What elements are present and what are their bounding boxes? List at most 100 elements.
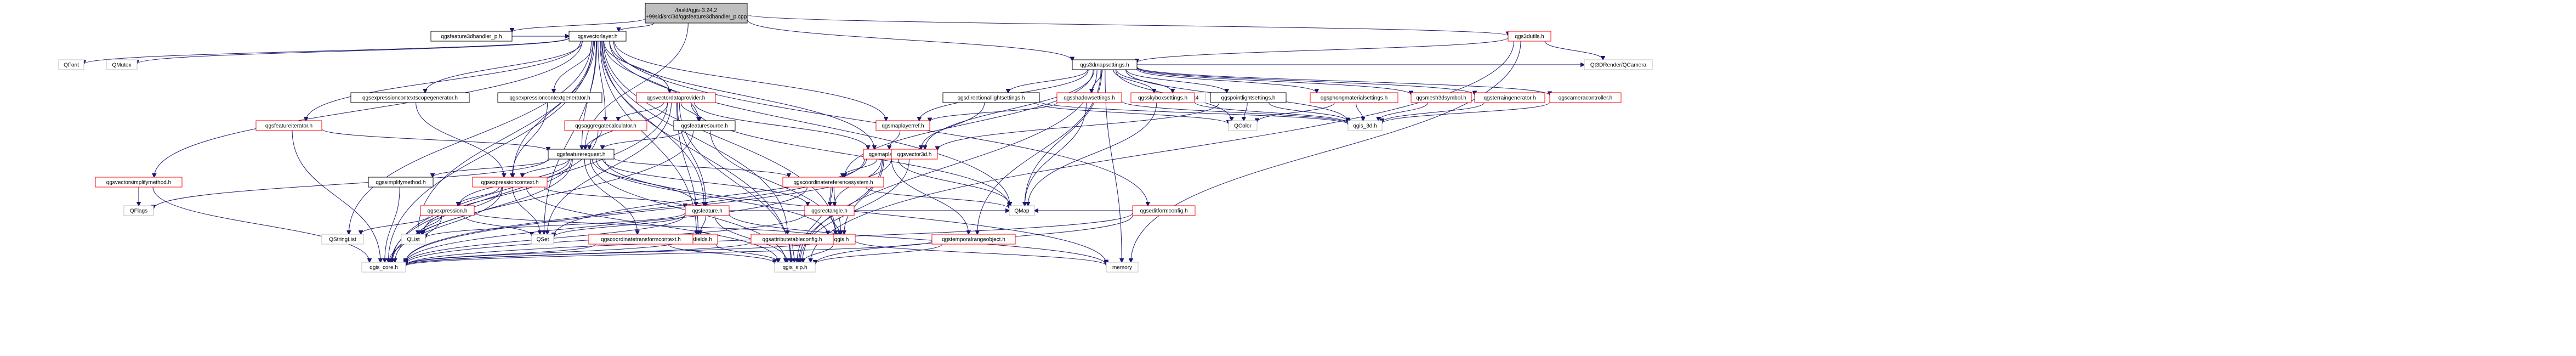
edge-qgis-to-qgis_sip	[803, 244, 834, 262]
node-box-qgsexpression	[420, 205, 475, 216]
edge-qgsvectorlayer-to-qgis_core	[388, 41, 594, 262]
node-qgstemporalrangeobject[interactable]: qgstemporalrangeobject.h	[931, 234, 1016, 245]
node-box-qgsexpressioncontextscopegenerator	[350, 92, 470, 103]
node-label-qgsshadowsettings: qgsshadowsettings.h	[1064, 95, 1114, 101]
node-label-qgs3dutils: qgs3dutils.h	[1515, 34, 1544, 40]
edge-qgsattributetableconfig-to-qgis_core	[406, 241, 752, 265]
node-box-qgscoordinatetransformcontext	[588, 234, 693, 245]
edge-qgsfeaturerequest-to-qgscoordinatereferencesystem	[613, 157, 789, 177]
edge-qgsvectordataprovider-to-qgis_sip	[679, 102, 791, 262]
node-label-root-line-2: +99sid/src/3d/qgsfeature3dhandler_p.cpp	[646, 14, 747, 20]
node-qgsmaplayerref[interactable]: qgsmaplayerref.h	[875, 120, 930, 131]
node-box-qt3drender_qcamera	[1584, 59, 1653, 70]
edge-qgsdirectionallightsettings-to-qgis_3d	[1039, 101, 1348, 125]
node-box-qgis_3d	[1347, 120, 1383, 131]
node-qmap: QMap	[1009, 205, 1035, 216]
edge-qgsterraingenerator-to-qgis_3d	[1382, 102, 1485, 122]
edge-qgsfeaturerequest-to-qgsexpressioncontext	[522, 159, 569, 177]
edge-qgsexpressioncontext-to-qgsfeature	[543, 187, 685, 207]
node-box-qgsrectangle	[804, 205, 855, 216]
node-qgs3dmapsettings[interactable]: qgs3dmapsettings.h	[1072, 59, 1138, 70]
node-qgsskyboxsettings[interactable]: qgsskyboxsettings.h	[1130, 92, 1195, 103]
edge-qgsphongmaterialsettings-to-qcolor	[1257, 102, 1335, 122]
edge-qgs3dmapsettings-to-qgscoordinatereferencesystem	[845, 69, 1094, 177]
node-qgsphongmaterialsettings[interactable]: qgsphongmaterialsettings.h	[1310, 92, 1398, 103]
node-qgsaggregatecalculator[interactable]: qgsaggregatecalculator.h	[564, 120, 647, 131]
node-box-qgscameracontroller	[1549, 92, 1622, 103]
edge-qgs3dmapsettings-to-qgsphongmaterialsettings	[1136, 69, 1317, 93]
node-qgseditformconfig[interactable]: qgseditformconfig.h	[1132, 205, 1196, 216]
edge-qgsdirectionallightsettings-to-qcolor	[1035, 102, 1229, 124]
edge-qgscoordinatetransformcontext-to-qgis_core	[406, 244, 596, 265]
node-qgsattributetableconfig[interactable]: qgsattributetableconfig.h	[750, 234, 834, 245]
node-label-qgscoordinatetransformcontext: qgscoordinatetransformcontext.h	[601, 237, 681, 243]
node-qgsfeaturerequest[interactable]: qgsfeaturerequest.h	[548, 149, 615, 160]
edge-qgsvectorlayer-to-qgsfeatureiterator	[306, 41, 581, 121]
node-qgssimplifymethod[interactable]: qgssimplifymethod.h	[368, 177, 434, 188]
node-qgsterraingenerator[interactable]: qgsterraingenerator.h	[1474, 92, 1545, 103]
edge-qgsvectorlayer-to-qgis_sip	[601, 41, 791, 262]
node-qgsrectangle[interactable]: qgsrectangle.h	[804, 205, 855, 216]
node-box-qgscoordinatereferencesystem	[782, 177, 884, 188]
edge-qgsfeaturerequest-to-qgssimplifymethod	[433, 159, 550, 177]
edge-qgs3dmapsettings-to-qgscameracontroller	[1136, 66, 1550, 95]
node-label-qgs3dmapsettings: qgs3dmapsettings.h	[1080, 63, 1129, 69]
node-qgsvector3d[interactable]: qgsvector3d.h	[891, 149, 938, 160]
node-qgspointlightsettings[interactable]: qgspointlightsettings.h	[1210, 92, 1287, 103]
edges-layer	[84, 14, 1603, 267]
edge-qgsmaplayerref-to-qgsmaplayer	[889, 130, 901, 149]
node-root[interactable]: /build/qgis-3.24.2+99sid/src/3d/qgsfeatu…	[645, 3, 748, 24]
node-qgsfeatureiterator[interactable]: qgsfeatureiterator.h	[255, 120, 322, 131]
edge-qgsfeaturerequest-to-qlist	[423, 159, 572, 234]
edge-qgspointlightsettings-to-qgsvector3d	[937, 102, 1220, 150]
edge-qgsvectorlayer-to-qfont	[84, 37, 570, 64]
node-box-qgsvectorlayer	[568, 31, 627, 42]
node-qgsvectorlayer[interactable]: qgsvectorlayer.h	[568, 31, 627, 42]
node-box-qgstemporalrangeobject	[931, 234, 1016, 245]
node-qgscoordinatereferencesystem[interactable]: qgscoordinatereferencesystem.h	[782, 177, 884, 188]
node-qgsdirectionallightsettings[interactable]: qgsdirectionallightsettings.h	[942, 92, 1040, 103]
node-qgis_core: qgis_core.h	[361, 262, 406, 273]
node-qgsshadowsettings[interactable]: qgsshadowsettings.h	[1056, 92, 1122, 103]
edge-qgsvectorsimplifymethod-to-qgis_core	[152, 187, 369, 262]
node-qgsmesh3dsymbol[interactable]: qgsmesh3dsymbol.h	[1411, 92, 1472, 103]
edge-qgscoordinatetransformcontext-to-qgis_sip	[668, 244, 775, 263]
node-label-qgsvectordataprovider: qgsvectordataprovider.h	[647, 95, 706, 101]
node-qlist: QList	[401, 234, 426, 245]
node-qgsexpressioncontextscopegenerator[interactable]: qgsexpressioncontextscopegenerator.h	[350, 92, 470, 103]
node-label-qgsfeature3dhandler_p: qgsfeature3dhandler_p.h	[441, 34, 502, 40]
node-label-qstringlist: QStringList	[329, 237, 356, 243]
edge-qgsmaplayer-to-qgstemporalrangeobject	[891, 159, 969, 234]
node-box-qgsfeaturerequest	[548, 149, 615, 160]
node-qgscameracontroller[interactable]: qgscameracontroller.h	[1549, 92, 1622, 103]
node-qgis_sip: qgis_sip.h	[774, 262, 816, 273]
node-qt3drender_qcamera: Qt3DRender/QCamera	[1584, 59, 1653, 70]
node-qgs3dutils[interactable]: qgs3dutils.h	[1508, 31, 1551, 42]
node-box-qgs3dutils	[1508, 31, 1551, 42]
edge-qgsvectordataprovider-to-qset	[548, 102, 672, 234]
node-label-qgsexpressioncontext: qgsexpressioncontext.h	[481, 180, 538, 186]
node-qgsfeature3dhandler_p[interactable]: qgsfeature3dhandler_p.h	[430, 31, 513, 42]
node-qgis[interactable]: qgis.h	[827, 234, 856, 245]
node-qgsvectorsimplifymethod[interactable]: qgsvectorsimplifymethod.h	[95, 177, 183, 188]
edge-qgstemporalrangeobject-to-qgis_core	[406, 241, 932, 267]
node-label-qfont: QFont	[64, 63, 79, 69]
node-qgsfeaturesource[interactable]: qgsfeaturesource.h	[673, 120, 736, 131]
node-qgscoordinatetransformcontext[interactable]: qgscoordinatetransformcontext.h	[588, 234, 693, 245]
node-label-qmap: QMap	[1014, 208, 1030, 214]
node-label-qgsvectorlayer: qgsvectorlayer.h	[578, 34, 618, 40]
node-qgsvectordataprovider[interactable]: qgsvectordataprovider.h	[636, 92, 716, 103]
node-qgsexpressioncontextgenerator[interactable]: qgsexpressioncontextgenerator.h	[497, 92, 602, 103]
node-qgsexpression[interactable]: qgsexpression.h	[420, 205, 475, 216]
node-qset: QSet	[531, 234, 554, 245]
edge-qgsfeature-to-qlist	[425, 212, 686, 238]
node-label-qgsfeatureiterator: qgsfeatureiterator.h	[265, 123, 312, 129]
node-box-qset	[531, 234, 554, 245]
node-qgsfeature[interactable]: qgsfeature.h	[685, 205, 730, 216]
node-label-qmutex: QMutex	[112, 63, 131, 69]
node-label-qt3drender_qcamera: Qt3DRender/QCamera	[1590, 63, 1647, 69]
edge-qgsvectordataprovider-to-qgsfeature	[677, 102, 706, 206]
edge-qgsvectorlayer-to-qset	[544, 41, 597, 234]
node-qgsexpressioncontext[interactable]: qgsexpressioncontext.h	[472, 177, 548, 188]
